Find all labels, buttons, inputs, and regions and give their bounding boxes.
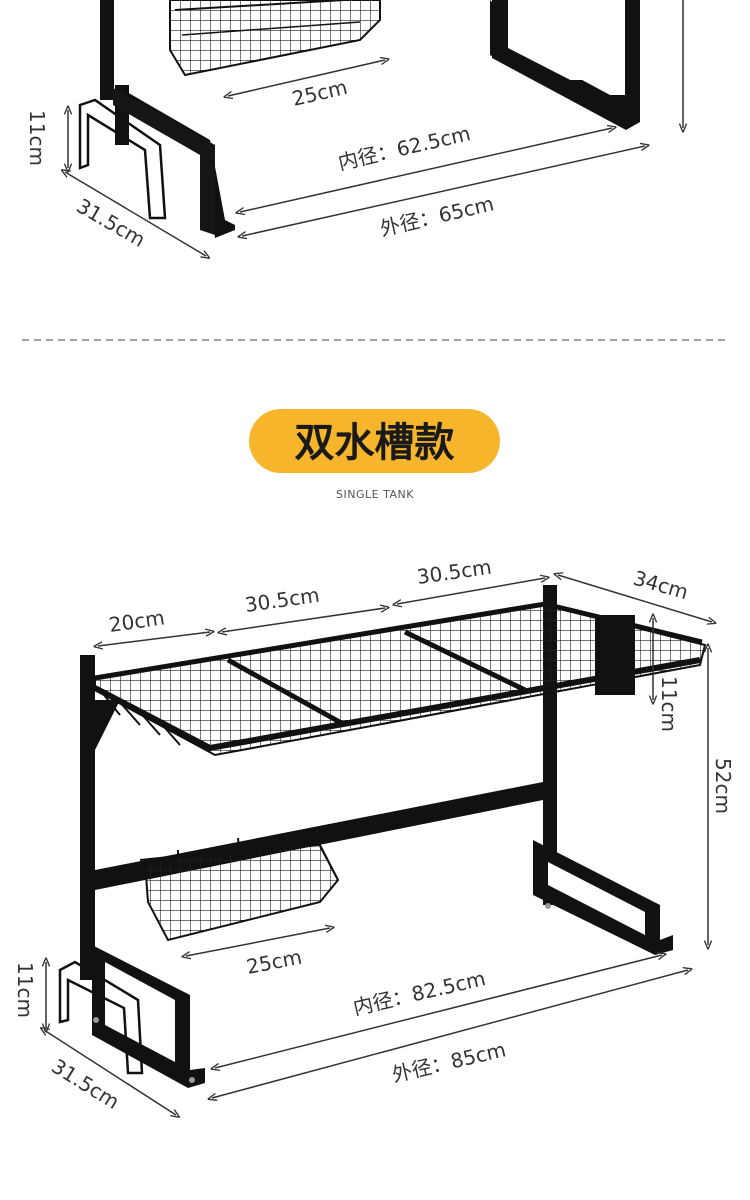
badge-title: 双水槽款 — [295, 420, 455, 466]
bottom-depth-label: 31.5cm — [47, 1054, 123, 1114]
top-side-height-label: 11cm — [25, 110, 49, 166]
bottom-rack-drawing — [58, 585, 707, 1088]
total-height-label: 52cm — [711, 758, 735, 814]
top-depth-label: 31.5cm — [73, 194, 150, 252]
left-foot-frame — [92, 945, 205, 1088]
bottom-side-height-label: 11cm — [13, 962, 37, 1018]
bottom-inner-width-label: 内径：82.5cm — [351, 966, 488, 1020]
right-foot-frame — [533, 840, 673, 955]
shelf-left-width-label: 20cm — [107, 605, 166, 637]
top-hanging-basket — [169, 0, 381, 77]
top-shelf-tray — [93, 601, 707, 757]
top-inner-width-label: 内径：62.5cm — [336, 121, 473, 175]
bottom-basket-width-label: 25cm — [244, 945, 303, 979]
shelf-depth-label: 34cm — [631, 566, 691, 604]
hook-height-label: 11cm — [657, 676, 681, 732]
badge-subtitle: SINGLE TANK — [336, 488, 414, 501]
shelf-right-width-label: 30.5cm — [415, 555, 493, 589]
left-post — [80, 655, 95, 980]
bottom-hanging-basket — [139, 837, 340, 942]
shelf-mid-width-label: 30.5cm — [243, 583, 321, 617]
top-rack-drawing — [78, 0, 683, 238]
title-badge: 双水槽款 SINGLE TANK — [249, 409, 500, 501]
top-outer-width-label: 外径：65cm — [378, 191, 496, 240]
